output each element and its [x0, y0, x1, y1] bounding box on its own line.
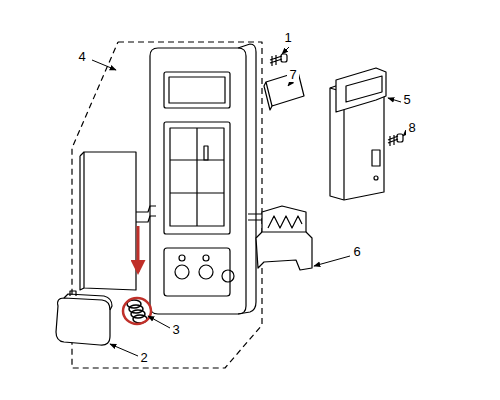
- spring: [127, 300, 147, 323]
- callout-number: 1: [282, 30, 293, 45]
- control-board: [330, 68, 386, 200]
- callout-number: 5: [401, 92, 412, 107]
- screw: [270, 54, 287, 66]
- door-latch: [248, 206, 312, 270]
- callout-number: 4: [76, 49, 87, 64]
- push-plate: [80, 152, 156, 290]
- screw: [388, 134, 403, 146]
- callout-number: 2: [138, 350, 149, 365]
- callout-number: 8: [406, 120, 417, 135]
- callout-number: 3: [170, 322, 181, 337]
- highlight-arrow: [137, 226, 140, 272]
- leader-lines: [92, 47, 407, 356]
- door-button: [56, 291, 112, 345]
- control-panel: [150, 44, 256, 314]
- highlight-circle: [123, 298, 151, 324]
- callout-number: 7: [287, 67, 298, 82]
- callout-number: 6: [351, 244, 362, 259]
